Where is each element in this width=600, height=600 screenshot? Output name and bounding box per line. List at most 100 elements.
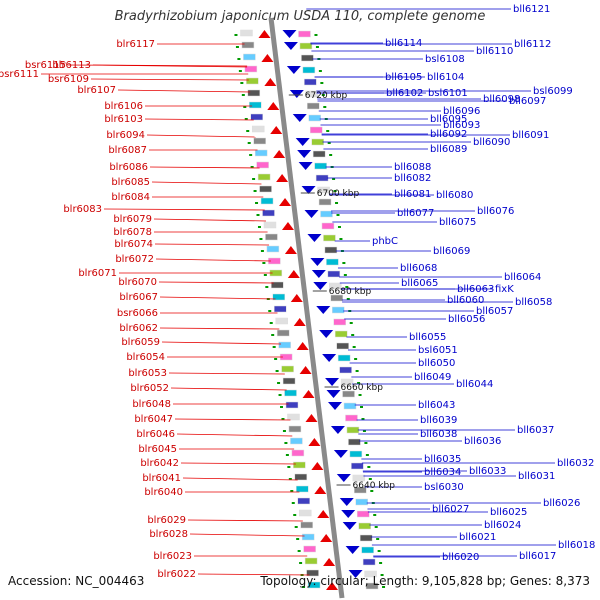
right-tick: [364, 442, 368, 444]
left-gene-box: [301, 533, 315, 541]
right-gene-label: bll6031: [518, 471, 555, 482]
left-tick: [252, 178, 256, 180]
left-gene-box: [249, 101, 262, 109]
scale-label: 6640 kbp: [353, 481, 396, 491]
left-tick: [297, 550, 301, 552]
right-gene-box: [354, 486, 367, 494]
left-gene-box: [244, 65, 258, 73]
left-gene-label: bsr6115: [25, 60, 66, 71]
right-gene-arrow: [316, 306, 331, 314]
right-gene-label: bll6018: [558, 540, 595, 551]
right-gene-box: [346, 426, 360, 434]
left-tick: [290, 490, 294, 492]
left-label-leader: [180, 462, 296, 465]
right-gene-label: bll6043: [418, 400, 455, 411]
left-label-leader: [176, 433, 293, 437]
right-gene-label: bll6033: [469, 466, 506, 477]
right-gene-arrow: [319, 330, 334, 338]
left-gene-box: [303, 545, 316, 553]
right-gene-arrow: [289, 90, 304, 98]
left-gene-box: [300, 521, 313, 529]
topology-text: Topology: circular; Length: 9,105,828 bp…: [260, 574, 590, 588]
left-gene-arrow: [320, 534, 333, 542]
right-gene-label: bll6093: [443, 120, 480, 131]
scale-label: 6720 kbp: [305, 91, 348, 101]
scale-label: 6700 kbp: [317, 189, 360, 199]
right-gene-label: bll6077: [397, 208, 434, 219]
genome-axis: [268, 17, 345, 599]
left-gene-label: blr6094: [106, 130, 145, 141]
left-tick: [288, 478, 292, 480]
left-label-leader: [149, 166, 260, 169]
right-tick: [365, 454, 369, 456]
left-gene-arrow: [302, 390, 315, 398]
right-gene-label: bll6112: [514, 39, 551, 50]
left-tick: [271, 334, 275, 336]
left-gene-arrow: [293, 318, 306, 326]
right-tick: [333, 190, 337, 192]
right-gene-label: bll6098: [483, 94, 520, 105]
right-tick: [318, 70, 322, 72]
left-tick: [262, 262, 266, 264]
right-gene-box: [309, 126, 323, 134]
left-gene-label: bsr6111: [0, 69, 39, 80]
left-gene-box: [257, 173, 271, 181]
left-gene-box: [246, 77, 259, 85]
right-gene-box: [356, 510, 370, 518]
right-gene-arrow: [307, 234, 322, 242]
right-gene-label: bll6055: [409, 332, 446, 343]
left-gene-arrow: [281, 222, 294, 230]
right-gene-box: [336, 342, 349, 350]
right-tick: [380, 574, 384, 576]
left-gene-label: blr6023: [153, 551, 192, 562]
left-gene-arrow: [258, 30, 271, 38]
left-gene-label: blr6071: [78, 268, 117, 279]
right-gene-arrow: [313, 282, 328, 290]
right-gene-box: [337, 354, 351, 362]
left-gene-box: [247, 89, 261, 97]
right-gene-arrow: [341, 510, 356, 518]
right-gene-label: bll6021: [459, 532, 496, 543]
left-gene-box: [266, 245, 280, 253]
left-tick: [294, 526, 298, 528]
left-tick: [299, 562, 303, 564]
right-tick: [358, 394, 362, 396]
left-gene-box: [307, 581, 321, 589]
right-gene-label: bll6082: [394, 173, 431, 184]
right-gene-label: bll6068: [400, 263, 437, 274]
left-gene-box: [260, 197, 274, 205]
right-gene-arrow: [301, 186, 316, 194]
right-tick: [323, 106, 327, 108]
right-tick: [382, 586, 386, 588]
right-tick: [373, 514, 377, 516]
left-gene-label: blr6062: [119, 323, 158, 334]
right-gene-box: [329, 282, 342, 290]
left-label-leader: [197, 573, 310, 576]
left-gene-box: [272, 293, 286, 301]
left-gene-label: bsr6066: [117, 308, 158, 319]
left-label-leader: [146, 134, 256, 138]
left-gene-label: blr6107: [77, 85, 116, 96]
right-gene-label: bll6032: [557, 458, 594, 469]
scale-label: 6660 kbp: [341, 383, 384, 393]
left-gene-label: bsr6109: [48, 74, 89, 85]
left-gene-label: blr6047: [134, 414, 173, 425]
right-gene-label: bsl6101: [428, 88, 468, 99]
left-gene-box: [241, 41, 255, 49]
right-tick: [362, 430, 366, 432]
right-tick: [370, 490, 374, 492]
left-gene-arrow: [299, 366, 312, 374]
left-gene-label: blr6078: [113, 227, 152, 238]
left-label-leader: [90, 78, 249, 81]
left-gene-label: blr6103: [104, 114, 143, 125]
right-gene-box: [339, 366, 352, 374]
left-label-leader: [189, 533, 305, 537]
right-gene-box: [308, 114, 322, 122]
left-label-leader: [103, 208, 265, 211]
right-gene-label: bll6091: [512, 130, 549, 141]
left-label-leader: [117, 89, 251, 93]
right-gene-label: bll6114: [385, 38, 422, 49]
right-gene-label: fixK: [495, 284, 514, 295]
right-gene-box: [348, 438, 361, 446]
left-tick: [274, 358, 278, 360]
